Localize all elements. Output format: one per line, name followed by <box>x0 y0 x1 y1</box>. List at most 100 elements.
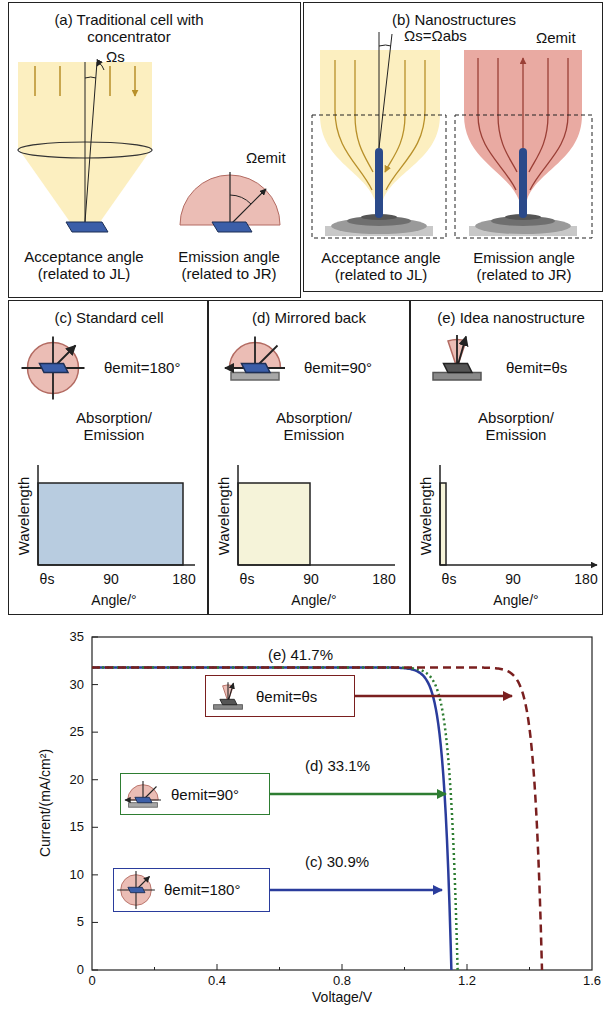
tick-label: 5 <box>77 915 84 930</box>
axis-tick <box>92 684 98 685</box>
axis-tick <box>92 732 98 733</box>
axis <box>38 465 597 565</box>
solar-cell <box>212 222 252 232</box>
tick-label: 15 <box>70 820 84 835</box>
tick-label: 90 <box>505 571 521 587</box>
tick-label: 35 <box>70 630 84 645</box>
axis-title: Absorption/ Emission <box>64 409 164 444</box>
angle-line <box>85 62 97 222</box>
efficiency-label: (c) 30.9% <box>305 853 369 870</box>
axis-tick <box>92 779 98 780</box>
jv-chart <box>92 637 592 970</box>
tick-label: 1.2 <box>458 974 476 989</box>
panel-title: (c) Standard cell <box>54 309 163 326</box>
caption: Emission angle (related to JR) <box>159 248 299 283</box>
angle-symbol: Ωemit <box>536 29 576 46</box>
axis-title: Wavelength <box>417 477 434 556</box>
axis-tick <box>154 967 155 970</box>
annotation-box: θemit=θs <box>205 675 355 717</box>
absorption-region <box>440 483 446 565</box>
panel-box: (c) Standard cell θemit=180° Absorption/ E… <box>8 300 208 615</box>
absorption-region <box>238 483 310 565</box>
axis-tick <box>92 637 98 638</box>
tick-label: 180 <box>574 571 597 587</box>
tick-label: θs <box>442 571 457 587</box>
tick-label: 25 <box>70 725 84 740</box>
axis-title: Absorption/ Emission <box>466 409 566 444</box>
angle-symbol: Ωs=Ωabs <box>404 27 467 44</box>
panel-box: (e) Idea nanostructure θemit=θsAbsorption… <box>410 300 603 615</box>
axis-tick <box>92 827 98 828</box>
emission-icon <box>22 337 85 400</box>
curve-label: θemit=90° <box>171 786 239 803</box>
panel-title: (e) Idea nanostructure <box>437 309 585 326</box>
caption: Acceptance angle (related to JL) <box>309 249 454 284</box>
plot-frame <box>92 637 592 970</box>
axis-tick <box>529 967 530 970</box>
angle-value: θemit=90° <box>304 359 372 376</box>
efficiency-label: (e) 41.7% <box>268 646 333 663</box>
tick-label: 10 <box>70 867 84 882</box>
axis-title: Current/(mA/cm²) <box>37 749 53 857</box>
light-cone <box>18 62 152 222</box>
curve-label: θemit=θs <box>256 688 317 705</box>
emission-arrow <box>230 172 266 225</box>
pointer-arrow <box>355 695 512 698</box>
axis-title: Angle/° <box>91 592 136 608</box>
tick-label: 180 <box>372 571 395 587</box>
angle-value: θemit=180° <box>104 359 180 376</box>
emission-icon <box>125 781 161 807</box>
tick-label: 0.8 <box>333 974 351 989</box>
axis-tick <box>279 967 280 970</box>
pointer-arrow <box>270 889 442 892</box>
panel-title: (b) Nanostructures <box>392 11 516 28</box>
angle-arc <box>85 77 96 78</box>
axis-tick <box>404 967 405 970</box>
axis-tick <box>217 964 218 970</box>
panel-box: (a) Traditional cell with concentratorΩs… <box>8 2 301 298</box>
annotation-box: θemit=180° <box>113 868 270 912</box>
axis-tick <box>92 970 98 971</box>
axis-title: Absorption/ Emission <box>264 409 364 444</box>
jv-curve <box>92 667 458 970</box>
angle-arc <box>379 45 391 46</box>
tick-label: 30 <box>70 677 84 692</box>
solar-cell <box>66 222 108 232</box>
axis-tick <box>342 964 343 970</box>
curve-label: θemit=180° <box>164 881 240 898</box>
tick-label: θs <box>240 571 255 587</box>
panel-title: (d) Mirrored back <box>252 309 366 326</box>
axis-title: Wavelength <box>15 477 32 556</box>
angle-symbol: Ωs <box>106 48 125 65</box>
jv-curve <box>92 667 542 970</box>
tick-label: 90 <box>303 571 319 587</box>
jv-curve <box>92 667 451 970</box>
axis-tick <box>92 922 98 923</box>
axis-tick <box>467 964 468 970</box>
angle-arc <box>230 195 251 204</box>
tick-label: θs <box>40 571 55 587</box>
tick-label: 0 <box>88 974 95 989</box>
dashed-frame <box>455 115 592 238</box>
angle-value: θemit=θs <box>506 359 567 376</box>
tick-label: 90 <box>103 571 119 587</box>
absorption-region <box>38 483 183 565</box>
axis-tick <box>92 874 98 875</box>
tick-label: 180 <box>172 571 195 587</box>
panel-title: (a) Traditional cell with concentrator <box>39 11 219 46</box>
caption: Emission angle (related to JR) <box>452 249 597 284</box>
axis-title: Angle/° <box>493 592 538 608</box>
panel-box: (d) Mirrored back θemit=90° Absorption/ Em… <box>208 300 410 615</box>
nanowire <box>375 148 383 218</box>
angle-line <box>379 32 392 148</box>
angle-pointer <box>97 64 104 70</box>
pointer-arrow <box>270 793 446 796</box>
axis-title: Voltage/V <box>312 989 372 1005</box>
tick-label: 1.6 <box>583 974 601 989</box>
axis-title: Angle/° <box>291 592 336 608</box>
nanowire <box>519 148 527 218</box>
tick-label: 0 <box>77 963 84 978</box>
panel-box: (b) NanostructuresΩs=ΩabsAcceptance angl… <box>303 2 603 292</box>
